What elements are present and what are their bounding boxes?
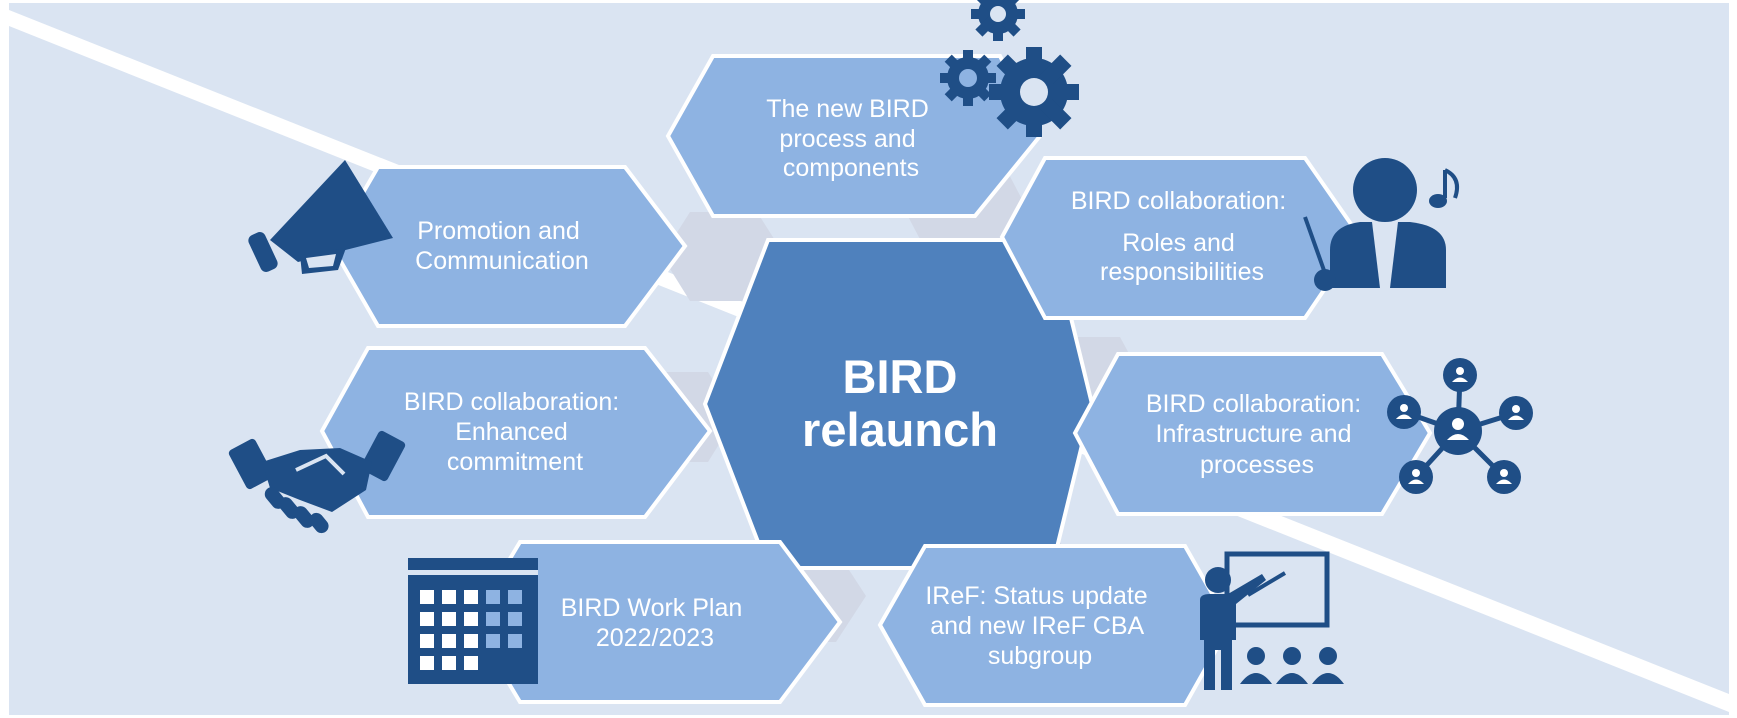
calendar-day-cell — [420, 656, 434, 670]
calendar-day-cell — [442, 634, 456, 648]
topic-infrastructure-processes[interactable]: BIRD collaboration: Infrastructure and p… — [1072, 352, 1433, 516]
network-icon — [1387, 358, 1533, 494]
calendar-day-cell — [420, 612, 434, 626]
topic-infrastructure-line1: BIRD collaboration: — [1146, 390, 1361, 418]
calendar-day-cell — [442, 656, 456, 670]
calendar-day-cell — [464, 590, 478, 604]
calendar-day-cell — [464, 634, 478, 648]
topic-workplan-line2: 2022/2023 — [596, 624, 714, 652]
topic-roles-line1: BIRD collaboration: — [1071, 187, 1286, 215]
calendar-day-cell — [508, 590, 522, 604]
svg-text:IReF: Status update and: IReF: Status update and new IReF CBA sub… — [925, 582, 1154, 670]
topic-enhanced-commitment[interactable]: BIRD collaboration: Enhanced commitment — [319, 346, 713, 519]
svg-text:BIRD Work Plan 2022/2023: BIRD Work Plan 2022/2023 — [561, 594, 749, 652]
center-title-line2: relaunch — [802, 403, 998, 456]
topic-infrastructure-line2: Infrastructure and — [1156, 420, 1352, 448]
topic-process-line2: process and — [779, 125, 915, 153]
center-hexagon: BIRD relaunch — [702, 238, 1095, 570]
topic-roles-responsibilities[interactable]: BIRD collaboration: Roles and responsibi… — [999, 156, 1363, 320]
topic-work-plan[interactable]: BIRD Work Plan 2022/2023 — [469, 540, 843, 704]
svg-text:Promotion and Communicat: Promotion and Communication — [415, 217, 589, 275]
calendar-day-cell — [420, 634, 434, 648]
calendar-day-cell — [486, 612, 500, 626]
topic-promotion-line2: Communication — [415, 247, 589, 275]
calendar-icon — [408, 558, 538, 684]
calendar-day-cell — [420, 590, 434, 604]
topic-iref-status[interactable]: IReF: Status update and new IReF CBA sub… — [877, 544, 1233, 707]
topic-commitment-line1: BIRD collaboration: — [404, 388, 619, 416]
megaphone-icon — [248, 160, 393, 274]
calendar-day-cell — [486, 590, 500, 604]
calendar-day-cell — [486, 634, 500, 648]
calendar-day-cell — [464, 612, 478, 626]
svg-text:BIRD collaboration: Infr: BIRD collaboration: Infrastructure and p… — [1146, 390, 1368, 479]
topic-process-line3: components — [783, 154, 919, 182]
topic-promotion-communication[interactable]: Promotion and Communication — [329, 165, 688, 328]
topic-workplan-line1: BIRD Work Plan — [561, 594, 743, 622]
topic-promotion-line1: Promotion and — [417, 217, 580, 245]
center-title-line1: BIRD — [843, 350, 958, 403]
calendar-day-cell — [442, 590, 456, 604]
calendar-day-cell — [442, 612, 456, 626]
gears-icon — [940, 0, 1079, 137]
calendar-day-cell — [508, 634, 522, 648]
calendar-day-cell — [508, 612, 522, 626]
topic-iref-line1: IReF: Status update — [925, 582, 1147, 610]
topic-commitment-line2: Enhanced — [455, 418, 568, 446]
topic-iref-line3: subgroup — [988, 642, 1092, 670]
conductor-icon — [1303, 158, 1459, 291]
calendar-day-cell — [464, 656, 478, 670]
topic-iref-line2: and new IReF CBA — [930, 612, 1144, 640]
svg-text:BIRD collaboration: Enha: BIRD collaboration: Enhanced commitment — [404, 388, 626, 476]
topic-roles-line3: responsibilities — [1100, 258, 1264, 286]
svg-text:BIRD collaboration: Role: BIRD collaboration: Roles and responsibi… — [1071, 187, 1293, 286]
topic-process-line1: The new BIRD — [766, 95, 929, 123]
handshake-icon — [228, 430, 406, 534]
presenter-icon — [1200, 551, 1344, 690]
topic-commitment-line3: commitment — [447, 448, 583, 476]
topic-roles-line2: Roles and — [1122, 229, 1235, 257]
svg-text:The new BIRD process and: The new BIRD process and components — [766, 95, 936, 182]
topic-infrastructure-line3: processes — [1200, 451, 1314, 479]
